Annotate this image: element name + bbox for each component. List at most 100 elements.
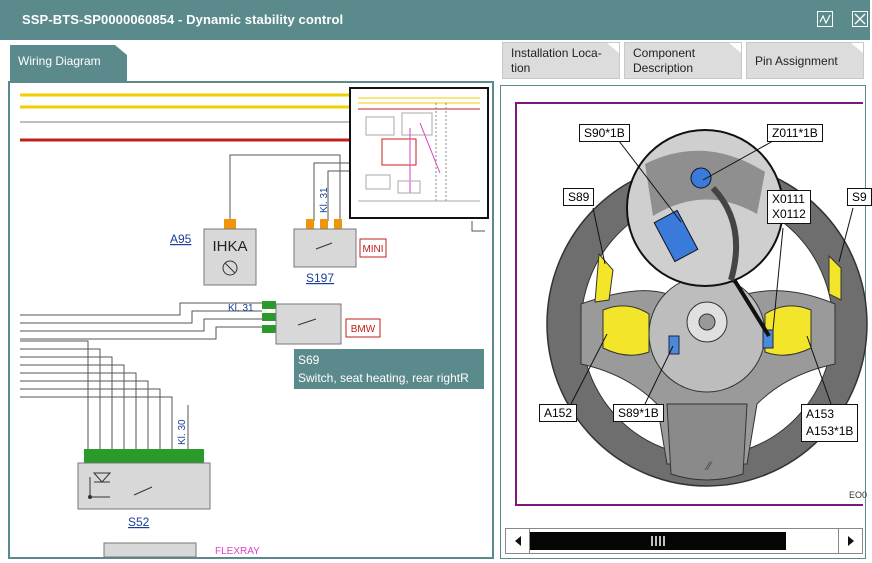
scroll-left-button[interactable] — [506, 529, 530, 553]
wire — [20, 302, 262, 316]
sensor-icon — [222, 260, 238, 276]
junction-dot — [88, 495, 92, 499]
flexray-label: FLEXRAY — [215, 546, 260, 557]
tab-fold — [851, 43, 863, 53]
scroll-right-button[interactable] — [838, 529, 862, 553]
callout-leaders — [570, 140, 854, 405]
emblem: ⁄⁄ — [704, 459, 713, 473]
badge-mini-text: MINI — [362, 244, 383, 255]
scrollbar-thumb[interactable] — [530, 532, 786, 550]
callout-a152[interactable]: A152 — [539, 404, 578, 422]
s69-tooltip-desc: Switch, seat heating, rear rightR — [298, 371, 469, 385]
tab-installation-line2: tion — [511, 61, 531, 75]
connector-s197 — [306, 219, 314, 229]
s52-kl30: Kl. 30 — [177, 419, 188, 445]
diode-icon — [92, 472, 112, 483]
tab-wiring-label: Wiring Diagram — [18, 54, 101, 68]
tab-pin-assignment[interactable]: Pin Assignment — [746, 42, 864, 79]
callout-z011[interactable]: Z011*1B — [767, 124, 823, 142]
wire — [471, 221, 485, 232]
chart-icon[interactable] — [817, 11, 833, 27]
connector-s69 — [262, 313, 276, 321]
installation-panel: ⁄⁄ S90*1B Z011*1B S89 S9 X0111 X0112 A15… — [500, 85, 872, 559]
callout-x0112: X0112 — [772, 207, 806, 221]
inset-plug — [653, 209, 699, 263]
component-a95[interactable] — [203, 228, 257, 286]
connector-blue — [762, 329, 774, 349]
callout-s89[interactable]: S89 — [563, 188, 595, 206]
wire — [229, 154, 341, 221]
callout-x0111-x0112[interactable]: X0111 X0112 — [767, 190, 811, 224]
title-bar: SSP-BTS-SP0000060854 - Dynamic stability… — [0, 0, 870, 40]
inset-cable — [710, 185, 740, 281]
wire — [20, 348, 101, 451]
image-scrollbar[interactable] — [505, 528, 863, 554]
connector-a95 — [224, 219, 236, 229]
grip-icon — [651, 536, 665, 546]
callout-s89-1b[interactable]: S89*1B — [613, 404, 664, 422]
s69-tooltip-id: S69 — [298, 353, 320, 367]
s197-kl31: Kl. 31 — [319, 187, 330, 213]
component-s197[interactable] — [293, 228, 357, 268]
wire — [20, 340, 89, 451]
wire — [20, 372, 137, 451]
connector-s52 — [84, 449, 204, 463]
paddle-left-highlight — [594, 252, 614, 303]
badge-bmw — [345, 318, 381, 338]
connector-s197 — [334, 219, 342, 229]
a95-name: IHKA — [212, 238, 247, 255]
callout-s9x[interactable]: S9 — [847, 188, 872, 206]
sensor-icon-line — [224, 262, 236, 274]
window-title: SSP-BTS-SP0000060854 - Dynamic stability… — [22, 12, 344, 27]
callout-x0111: X0111 — [772, 192, 805, 206]
overview-thumbnail[interactable] — [349, 87, 489, 219]
component-flexray[interactable] — [103, 542, 197, 558]
connector-s69 — [262, 325, 276, 333]
wiring-diagram-canvas[interactable]: IHKA A95 Kl. 31 MINI S197 — [10, 83, 492, 558]
inset-connector — [690, 167, 712, 189]
tab-component-line2: Description — [633, 61, 694, 75]
s69-tooltip — [294, 349, 484, 389]
tab-installation-line1: Installation Loca- — [511, 46, 602, 60]
tab-pin-label: Pin Assignment — [755, 54, 838, 68]
s69-kl31: Kl. 31 — [228, 303, 254, 314]
callout-s90[interactable]: S90*1B — [579, 124, 630, 142]
hub-bolt — [698, 313, 716, 331]
switch-symbol — [133, 486, 153, 496]
s52-link[interactable]: S52 — [128, 515, 150, 529]
connector-s69 — [262, 301, 276, 309]
component-s69[interactable] — [275, 303, 342, 345]
wire — [20, 310, 262, 324]
steering-wheel-illustration: ⁄⁄ — [546, 129, 868, 487]
badge-mini — [359, 238, 387, 258]
tab-installation-location[interactable]: Installation Loca-tion — [502, 42, 620, 79]
arrow-right-icon — [848, 536, 854, 546]
tab-fold — [729, 43, 741, 53]
wire — [20, 356, 113, 451]
a95-link[interactable]: A95 — [170, 232, 192, 246]
lower-spoke — [666, 403, 748, 481]
tab-fold — [115, 45, 127, 55]
overview-minimap — [358, 97, 480, 203]
connector-blue — [668, 335, 680, 355]
s197-link[interactable]: S197 — [306, 271, 334, 285]
wire — [20, 388, 161, 451]
wiring-diagram-panel[interactable]: IHKA A95 Kl. 31 MINI S197 — [8, 81, 494, 559]
wire — [20, 326, 262, 340]
wire — [20, 318, 262, 332]
tab-wiring-diagram[interactable]: Wiring Diagram — [10, 45, 127, 81]
wire — [313, 162, 360, 221]
wire — [20, 396, 173, 451]
callout-a153-1b-label: A153*1B — [806, 424, 854, 438]
wire — [20, 364, 125, 451]
switch-block-left-highlight — [602, 305, 650, 356]
arrow-left-icon — [515, 536, 521, 546]
callout-a153-label: A153 — [806, 407, 835, 421]
component-s52[interactable] — [77, 462, 211, 510]
wire — [20, 380, 149, 451]
paddle-right-highlight — [828, 254, 842, 301]
callout-a153[interactable]: A153 A153*1B — [801, 404, 859, 442]
close-icon[interactable] — [852, 11, 868, 27]
connector-s197 — [320, 219, 328, 229]
